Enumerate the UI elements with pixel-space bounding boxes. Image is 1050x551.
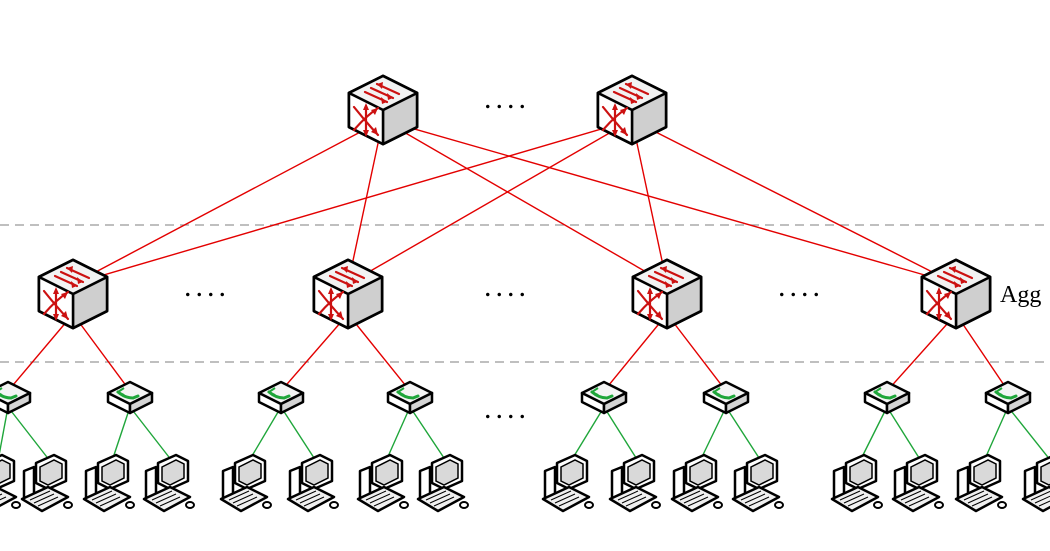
edge-host-link — [248, 406, 282, 462]
edge-switch-icon — [580, 380, 628, 415]
aggregation-switch-icon — [920, 258, 992, 330]
edge-host-link — [111, 406, 131, 462]
workstation-icon — [142, 453, 196, 513]
core-aggregation-link — [72, 119, 384, 285]
edge-host-link — [280, 406, 317, 462]
aggregation-edge-link — [280, 313, 349, 392]
core-aggregation-link — [382, 119, 668, 285]
aggregation-edge-links — [7, 313, 1009, 392]
edge-host-link — [983, 406, 1009, 462]
aggregation-tier-label: Agg — [1000, 282, 1041, 308]
ellipsis-marker: .... — [778, 270, 824, 303]
aggregation-edge-link — [886, 313, 957, 392]
workstation-icon — [20, 453, 74, 513]
edge-switch-icon — [386, 380, 434, 415]
core-aggregation-link — [347, 119, 633, 285]
edge-host-link — [699, 406, 727, 462]
workstation-icon — [356, 453, 410, 513]
workstation-icon — [541, 453, 595, 513]
workstation-icon — [891, 453, 945, 513]
workstation-icon — [670, 453, 724, 513]
edge-host-link — [7, 406, 51, 462]
aggregation-edge-link — [955, 313, 1009, 392]
edge-switch-icon — [984, 380, 1032, 415]
aggregation-switch-icon — [37, 258, 109, 330]
workstation-icon — [1021, 453, 1050, 513]
core-aggregation-link — [347, 119, 384, 285]
core-aggregation-link — [631, 119, 668, 285]
edge-switch-icon — [106, 380, 154, 415]
ellipsis-marker: .... — [484, 82, 530, 115]
workstation-icon — [416, 453, 470, 513]
ellipsis-marker: .... — [484, 392, 530, 425]
workstation-icon — [286, 453, 340, 513]
edge-host-link — [409, 406, 447, 462]
workstation-icon — [219, 453, 273, 513]
ellipsis-marker: .... — [184, 270, 230, 303]
aggregation-edge-link — [666, 313, 727, 392]
edge-host-link — [859, 406, 888, 462]
aggregation-edge-link — [7, 313, 74, 392]
edge-host-links — [0, 406, 1050, 462]
workstation-icon — [830, 453, 884, 513]
edge-host-link — [886, 406, 922, 462]
edge-host-link — [1007, 406, 1050, 461]
edge-switch-icon — [257, 380, 305, 415]
workstation-icon — [731, 453, 785, 513]
ellipsis-marker: .... — [484, 270, 530, 303]
aggregation-edge-link — [72, 313, 131, 392]
aggregation-edge-link — [347, 313, 411, 392]
tier-separators — [0, 224, 1050, 363]
edge-switch-icon — [863, 380, 911, 415]
ellipsis-markers: .................... — [184, 82, 824, 425]
edge-host-link — [603, 406, 639, 462]
core-aggregation-links — [72, 119, 957, 285]
workstation-icon — [82, 453, 136, 513]
edge-host-link — [570, 406, 605, 462]
edge-host-link — [129, 406, 173, 462]
edge-switch-icon — [0, 380, 32, 415]
edge-host-link — [725, 406, 762, 462]
edge-host-link — [0, 406, 9, 455]
workstation-icon — [608, 453, 662, 513]
core-aggregation-link — [72, 119, 633, 285]
core-aggregation-link — [382, 119, 957, 285]
core-aggregation-link — [631, 119, 957, 285]
edge-switch-icon — [702, 380, 750, 415]
edge-host-link — [385, 406, 411, 462]
workstation-icon — [0, 453, 22, 513]
aggregation-edge-link — [603, 313, 668, 392]
workstation-icon — [954, 453, 1008, 513]
